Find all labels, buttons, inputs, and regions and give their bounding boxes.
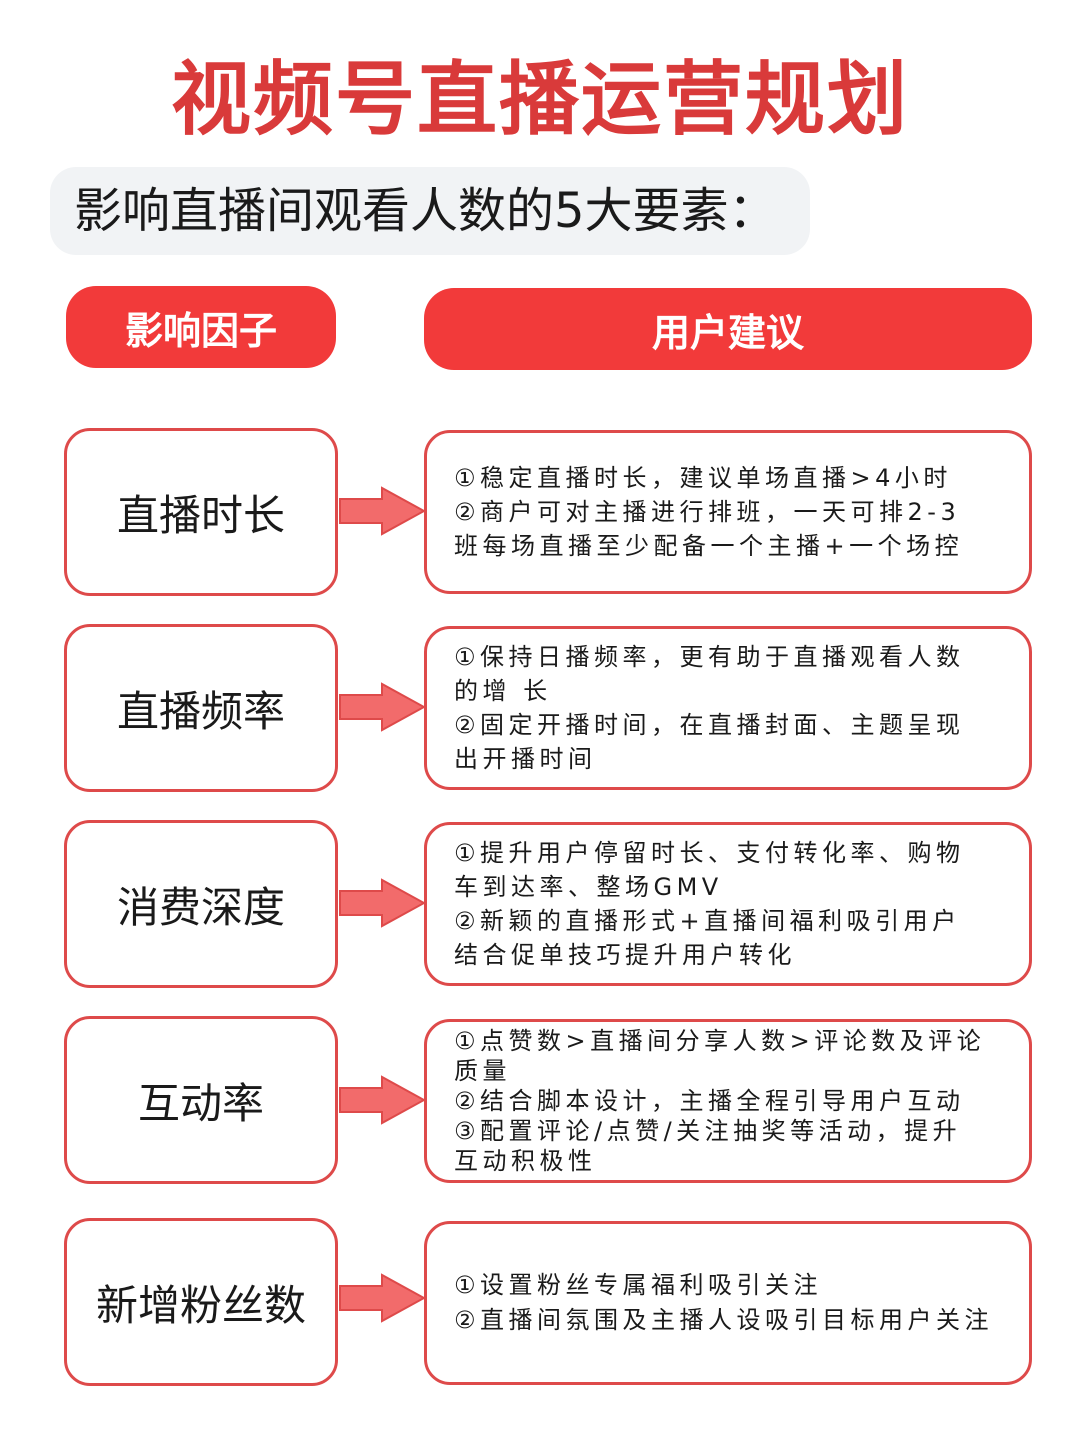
advice-line: ①保持日播频率，更有助于直播观看人数 (454, 643, 965, 671)
advice-line: ②直播间氛围及主播人设吸引目标用户关注 (454, 1306, 994, 1334)
header-factor: 影响因子 (66, 286, 336, 368)
advice-line: 出开播时间 (454, 745, 597, 773)
subtitle-text: 影响直播间观看人数的5大要素： (74, 183, 777, 239)
advice-line: ③配置评论/点赞/关注抽奖等活动，提升 (454, 1117, 962, 1145)
page-title: 视频号直播运营规划 (171, 53, 909, 146)
right-arrow-icon (339, 682, 426, 732)
advice-line: ①稳定直播时长，建议单场直播>4小时 (454, 464, 952, 492)
advice-line: 互动积极性 (454, 1147, 597, 1175)
advice-line: 结合促单技巧提升用户转化 (454, 941, 796, 969)
header-advice: 用户建议 (424, 288, 1032, 370)
subtitle-banner: 影响直播间观看人数的5大要素： (50, 167, 810, 255)
advice-line: 车到达率、整场GMV (454, 873, 723, 901)
right-arrow-icon (339, 486, 426, 536)
factor-box: 互动率 (64, 1016, 338, 1184)
advice-line: ①提升用户停留时长、支付转化率、购物 (454, 839, 965, 867)
factor-box: 消费深度 (64, 820, 338, 988)
right-arrow-icon (339, 1075, 426, 1125)
right-arrow-icon (339, 878, 426, 928)
advice-line: 的增 长 (454, 677, 552, 705)
advice-line: ②结合脚本设计，主播全程引导用户互动 (454, 1087, 965, 1115)
advice-line: ②商户可对主播进行排班，一天可排2-3 (454, 498, 961, 526)
right-arrow-icon (339, 1273, 426, 1323)
advice-line: ①点赞数>直播间分享人数>评论数及评论 (454, 1027, 986, 1055)
advice-line: ②新颖的直播形式+直播间福利吸引用户 (454, 907, 961, 935)
advice-line: ①设置粉丝专属福利吸引关注 (454, 1271, 823, 1299)
advice-line: 质量 (454, 1057, 511, 1085)
factor-box: 新增粉丝数 (64, 1218, 338, 1386)
advice-box: ①保持日播频率，更有助于直播观看人数 的增 长 ②固定开播时间，在直播封面、主题… (424, 626, 1032, 790)
factor-box: 直播时长 (64, 428, 338, 596)
advice-box: ①点赞数>直播间分享人数>评论数及评论 质量 ②结合脚本设计，主播全程引导用户互… (424, 1019, 1032, 1183)
advice-line: ②固定开播时间，在直播封面、主题呈现 (454, 711, 965, 739)
factor-box: 直播频率 (64, 624, 338, 792)
advice-box: ①设置粉丝专属福利吸引关注 ②直播间氛围及主播人设吸引目标用户关注 (424, 1221, 1032, 1385)
advice-box: ①提升用户停留时长、支付转化率、购物 车到达率、整场GMV ②新颖的直播形式+直… (424, 822, 1032, 986)
advice-line: 班每场直播至少配备一个主播+一个场控 (454, 532, 964, 560)
advice-box: ①稳定直播时长，建议单场直播>4小时 ②商户可对主播进行排班，一天可排2-3 班… (424, 430, 1032, 594)
